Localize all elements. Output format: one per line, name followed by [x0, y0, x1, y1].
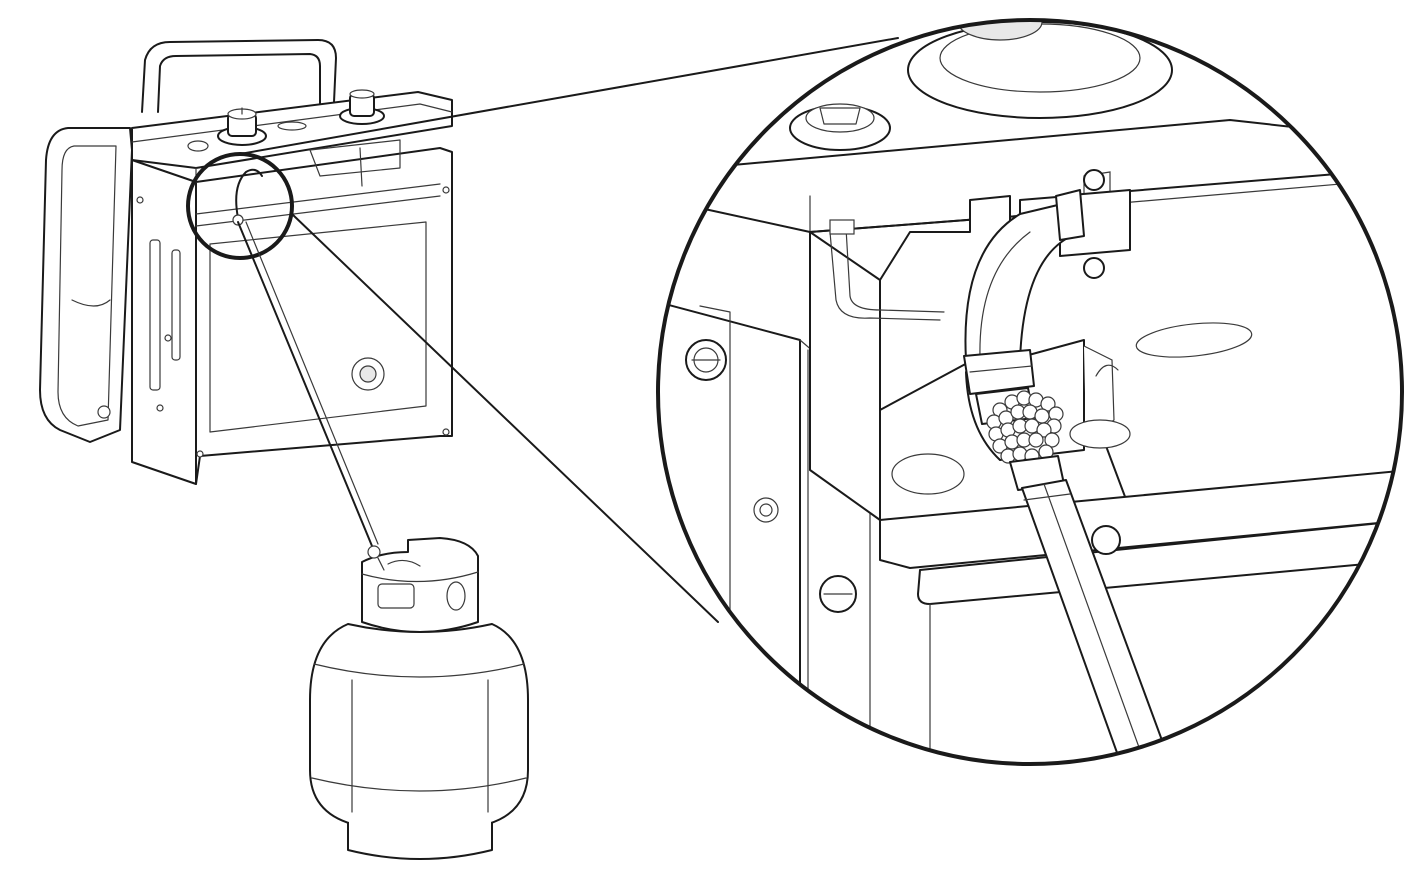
- zoom-line-bottom: [291, 213, 719, 623]
- detail-callout-large: [656, 18, 1404, 766]
- magnified-hose: [1021, 479, 1185, 764]
- carry-handle: [141, 39, 337, 113]
- side-panel: [39, 127, 133, 443]
- tank-foot-ring: [347, 822, 493, 860]
- tank-body: [309, 623, 529, 833]
- control-knob-left: [217, 107, 267, 146]
- regulator-hose: [237, 221, 373, 547]
- leak-test-bubbles: [986, 390, 1064, 464]
- zoom-line-top: [239, 37, 899, 155]
- grill-body: [39, 39, 453, 485]
- magnified-detail: [658, 20, 1402, 764]
- control-knob-right: [339, 89, 385, 125]
- propane-tank: [309, 537, 529, 860]
